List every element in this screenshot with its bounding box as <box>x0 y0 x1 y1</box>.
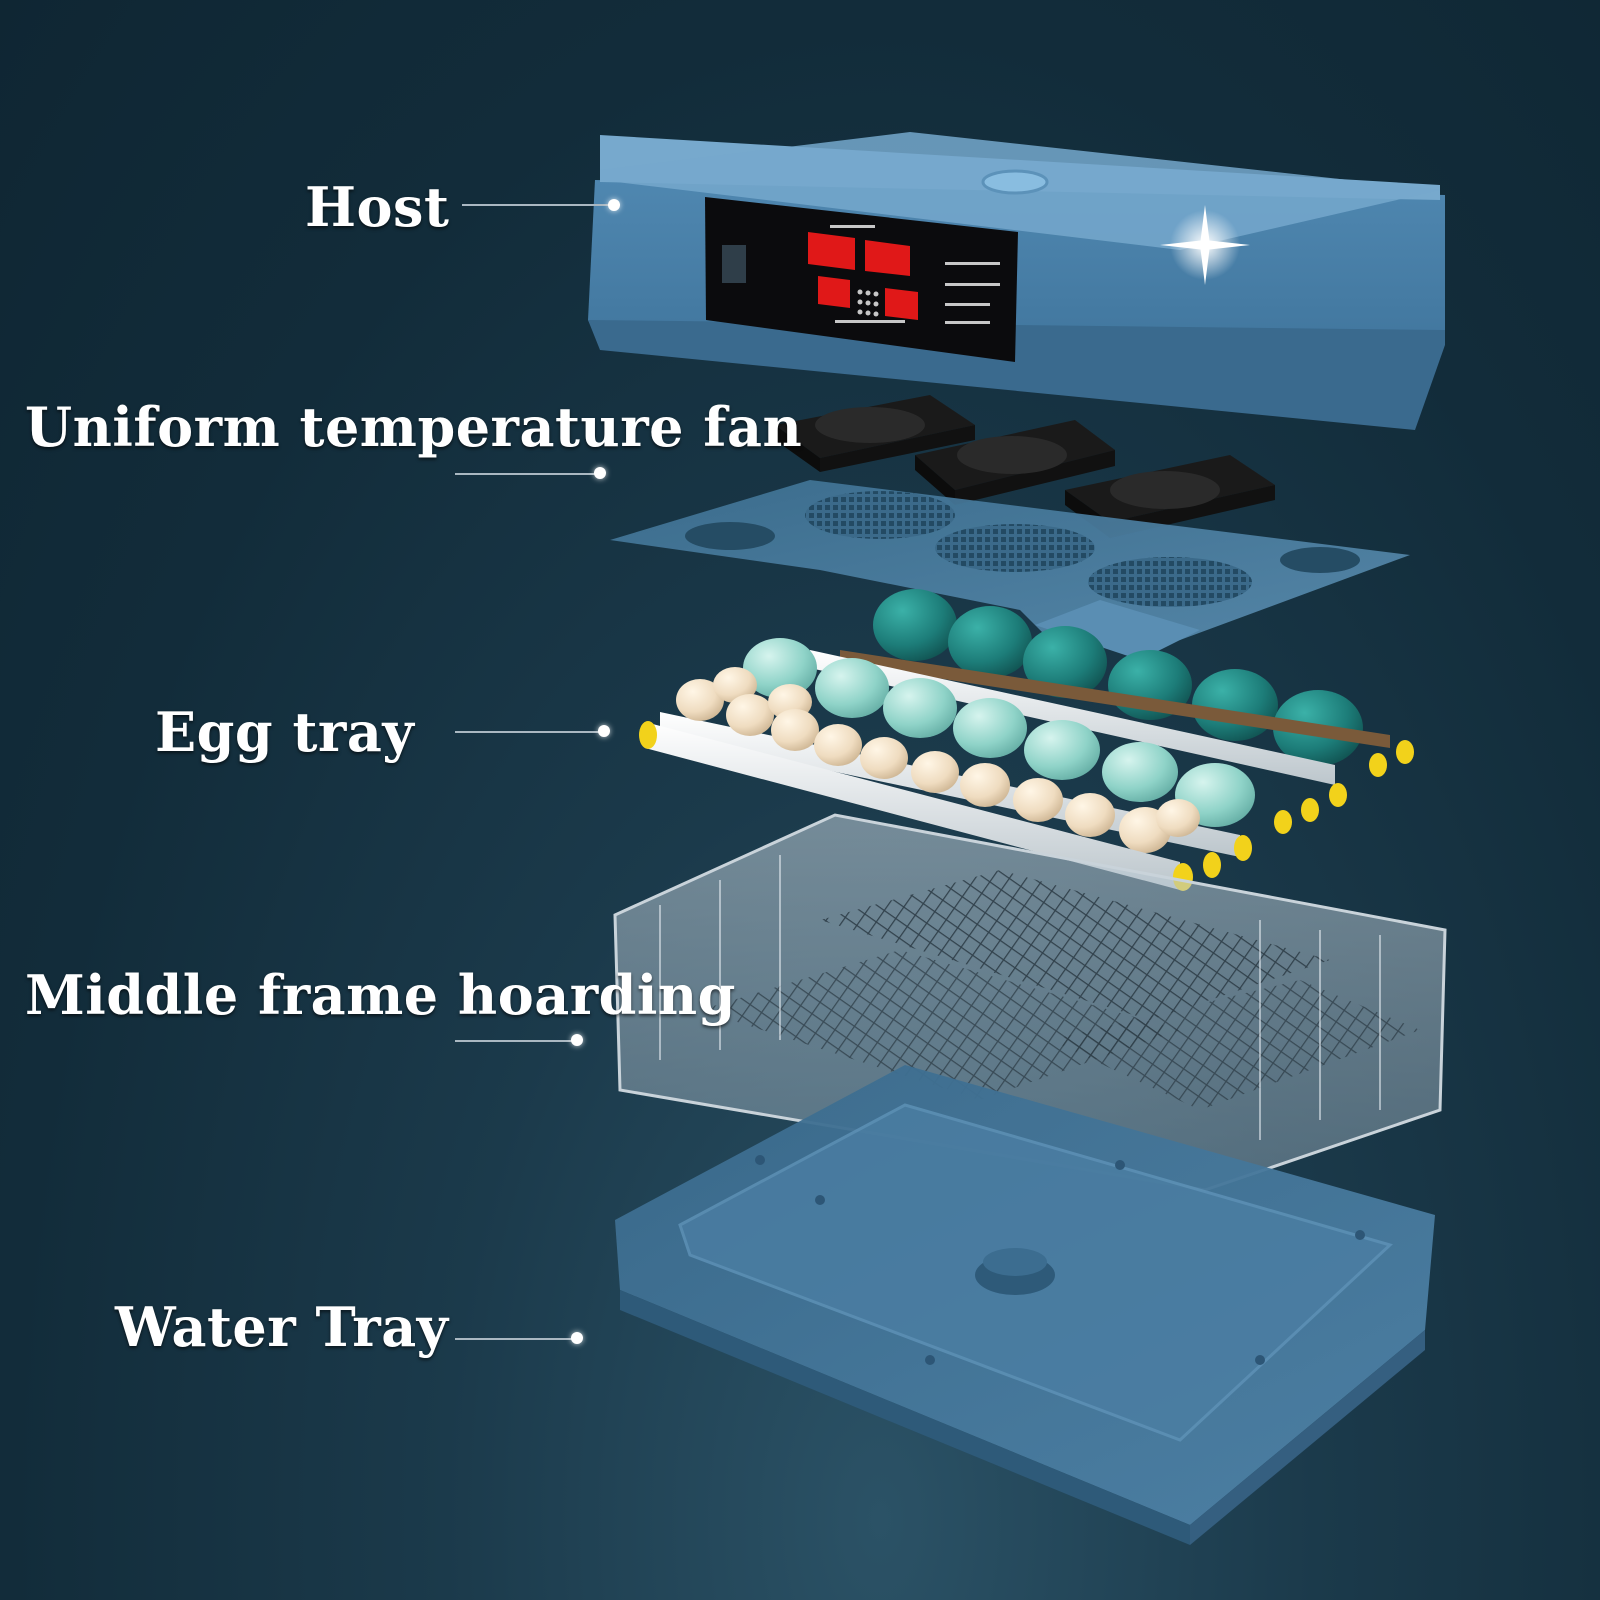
egg-tray <box>639 589 1414 891</box>
marker-middle-frame <box>571 1034 583 1046</box>
egg-row-cream <box>676 667 1200 853</box>
leader-middle-frame <box>455 1040 577 1042</box>
label-fan: Uniform temperature fan <box>25 395 803 459</box>
egg-row-aqua <box>743 638 1255 827</box>
marker-host <box>608 199 620 211</box>
leader-water-tray <box>455 1338 577 1340</box>
leader-host <box>462 204 612 206</box>
marker-water-tray <box>571 1332 583 1344</box>
label-middle-frame: Middle frame hoarding <box>25 963 736 1027</box>
host-unit <box>588 132 1445 430</box>
middle-frame <box>613 813 1447 1192</box>
marker-fan <box>594 467 606 479</box>
fan-1 <box>775 395 975 472</box>
leader-fan <box>455 473 603 475</box>
label-host: Host <box>305 175 450 239</box>
fan-2 <box>915 420 1115 505</box>
marker-egg-tray <box>598 725 610 737</box>
roller-caps <box>639 721 1414 891</box>
water-tray <box>615 1065 1435 1545</box>
label-water-tray: Water Tray <box>115 1295 449 1359</box>
leader-egg-tray <box>455 731 605 733</box>
fan-assembly <box>610 395 1410 660</box>
label-egg-tray: Egg tray <box>155 700 415 764</box>
